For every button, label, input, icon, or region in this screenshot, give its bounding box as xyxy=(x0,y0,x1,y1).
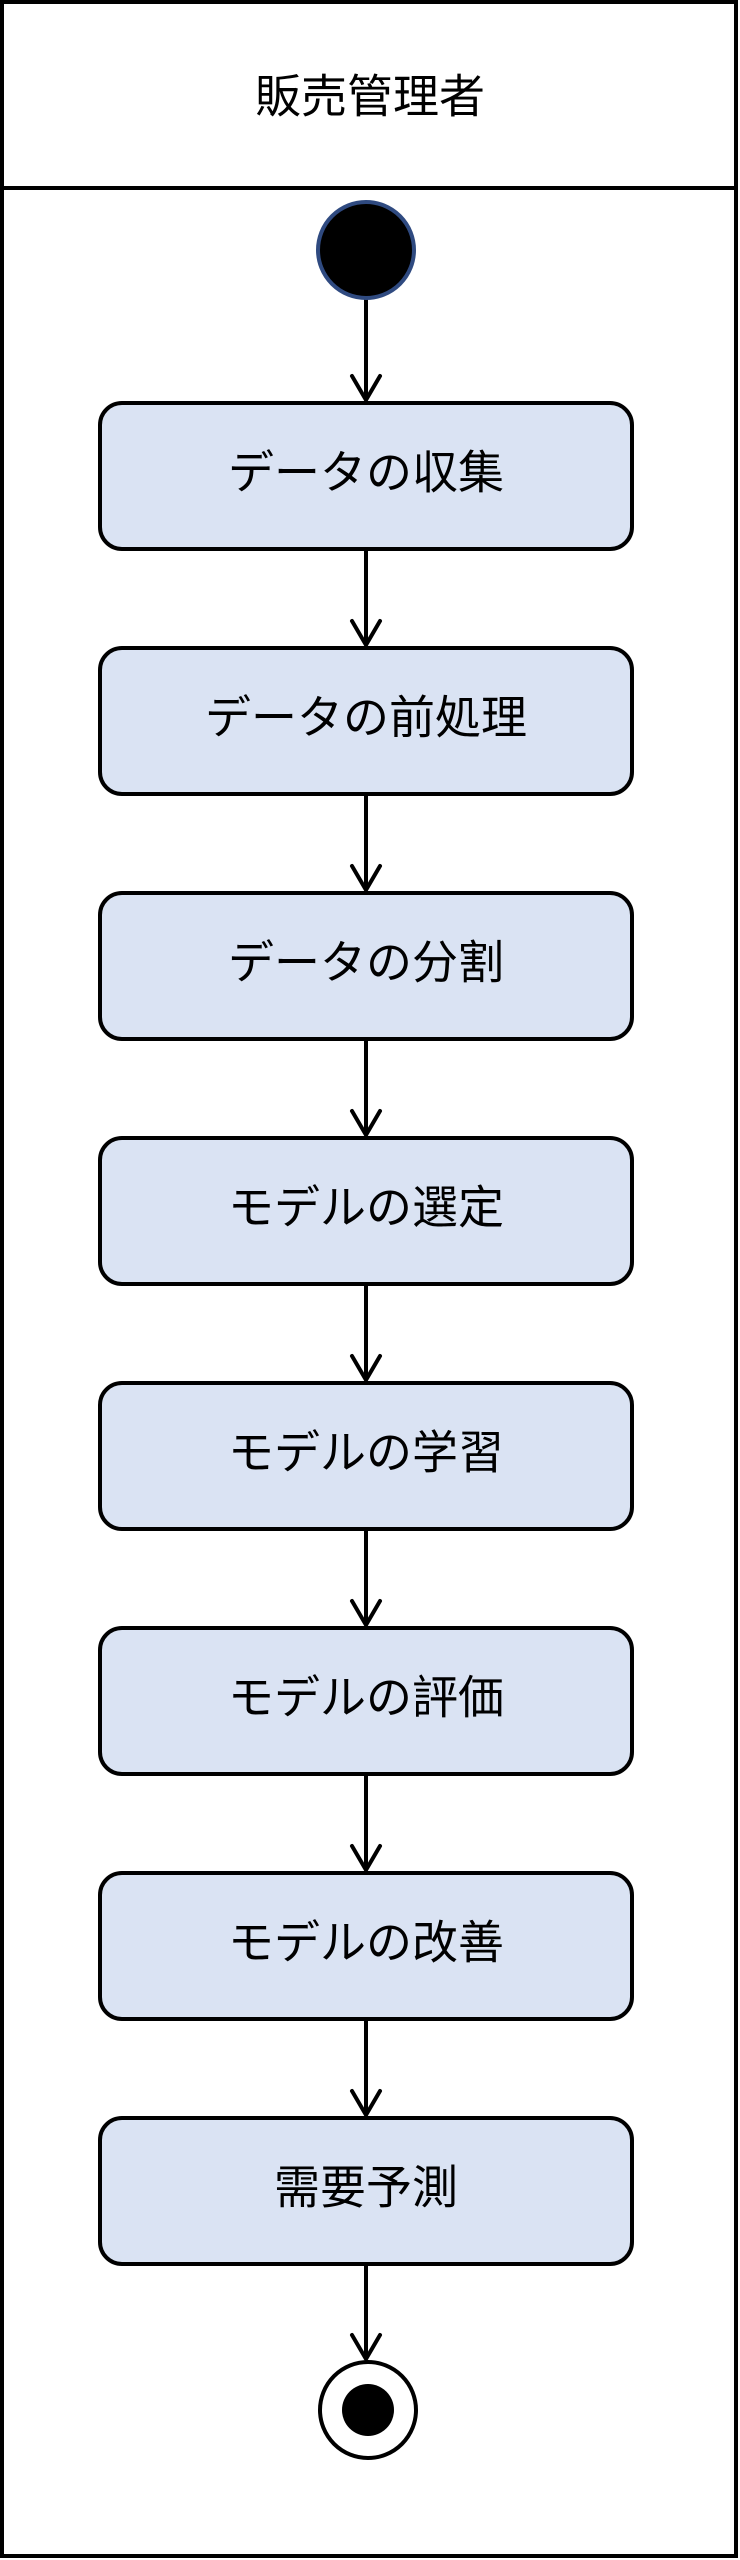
flow-arrow-head xyxy=(350,2089,382,2117)
flow-arrow-head xyxy=(350,1354,382,1382)
end-node xyxy=(318,2360,418,2460)
action-node-evaluate: モデルの評価 xyxy=(98,1626,634,1776)
action-node-box xyxy=(98,1381,634,1531)
action-node-label: モデルの学習 xyxy=(228,1426,504,1480)
edges-layer xyxy=(350,298,382,2361)
flow-arrow-train-to-evaluate xyxy=(350,1529,382,1627)
end-node-core xyxy=(342,2384,394,2436)
flow-arrow-collect-to-preprocess xyxy=(350,549,382,647)
flow-arrow-head xyxy=(350,619,382,647)
action-node-split: データの分割 xyxy=(98,891,634,1041)
action-node-box xyxy=(98,2116,634,2266)
action-node-label: モデルの評価 xyxy=(228,1671,504,1725)
flow-arrow-head xyxy=(350,864,382,892)
action-node-improve: モデルの改善 xyxy=(98,1871,634,2021)
action-node-preprocess: データの前処理 xyxy=(98,646,634,796)
flow-arrow-head xyxy=(350,1599,382,1627)
nodes-layer: データの収集データの前処理データの分割モデルの選定モデルの学習モデルの評価モデル… xyxy=(98,401,634,2266)
flow-arrow-forecast-to-end xyxy=(350,2264,382,2361)
action-node-label: 需要予測 xyxy=(274,2161,458,2215)
action-node-box xyxy=(98,1626,634,1776)
action-node-train: モデルの学習 xyxy=(98,1381,634,1531)
action-node-box xyxy=(98,401,634,551)
action-node-box xyxy=(98,1871,634,2021)
action-node-box xyxy=(98,891,634,1041)
action-node-collect: データの収集 xyxy=(98,401,634,551)
action-node-label: モデルの改善 xyxy=(228,1916,504,1970)
flow-arrow-start-to-collect xyxy=(350,298,382,402)
swimlane-title: 販売管理者 xyxy=(255,70,485,124)
flow-arrow-head xyxy=(350,1109,382,1137)
action-node-select: モデルの選定 xyxy=(98,1136,634,1286)
flow-arrow-evaluate-to-improve xyxy=(350,1774,382,1872)
flow-arrow-preprocess-to-split xyxy=(350,794,382,892)
action-node-label: データの分割 xyxy=(228,936,504,990)
start-node xyxy=(316,200,416,300)
action-node-label: データの前処理 xyxy=(205,691,527,745)
flow-arrow-head xyxy=(350,2333,382,2361)
action-node-label: データの収集 xyxy=(228,446,504,500)
flow-arrow-head xyxy=(350,1844,382,1872)
flow-arrow-improve-to-forecast xyxy=(350,2019,382,2117)
flow-arrow-split-to-select xyxy=(350,1039,382,1137)
action-node-box xyxy=(98,646,634,796)
action-node-label: モデルの選定 xyxy=(228,1181,504,1235)
action-node-forecast: 需要予測 xyxy=(98,2116,634,2266)
flow-arrow-select-to-train xyxy=(350,1284,382,1382)
flow-arrow-head xyxy=(350,374,382,402)
action-node-box xyxy=(98,1136,634,1286)
